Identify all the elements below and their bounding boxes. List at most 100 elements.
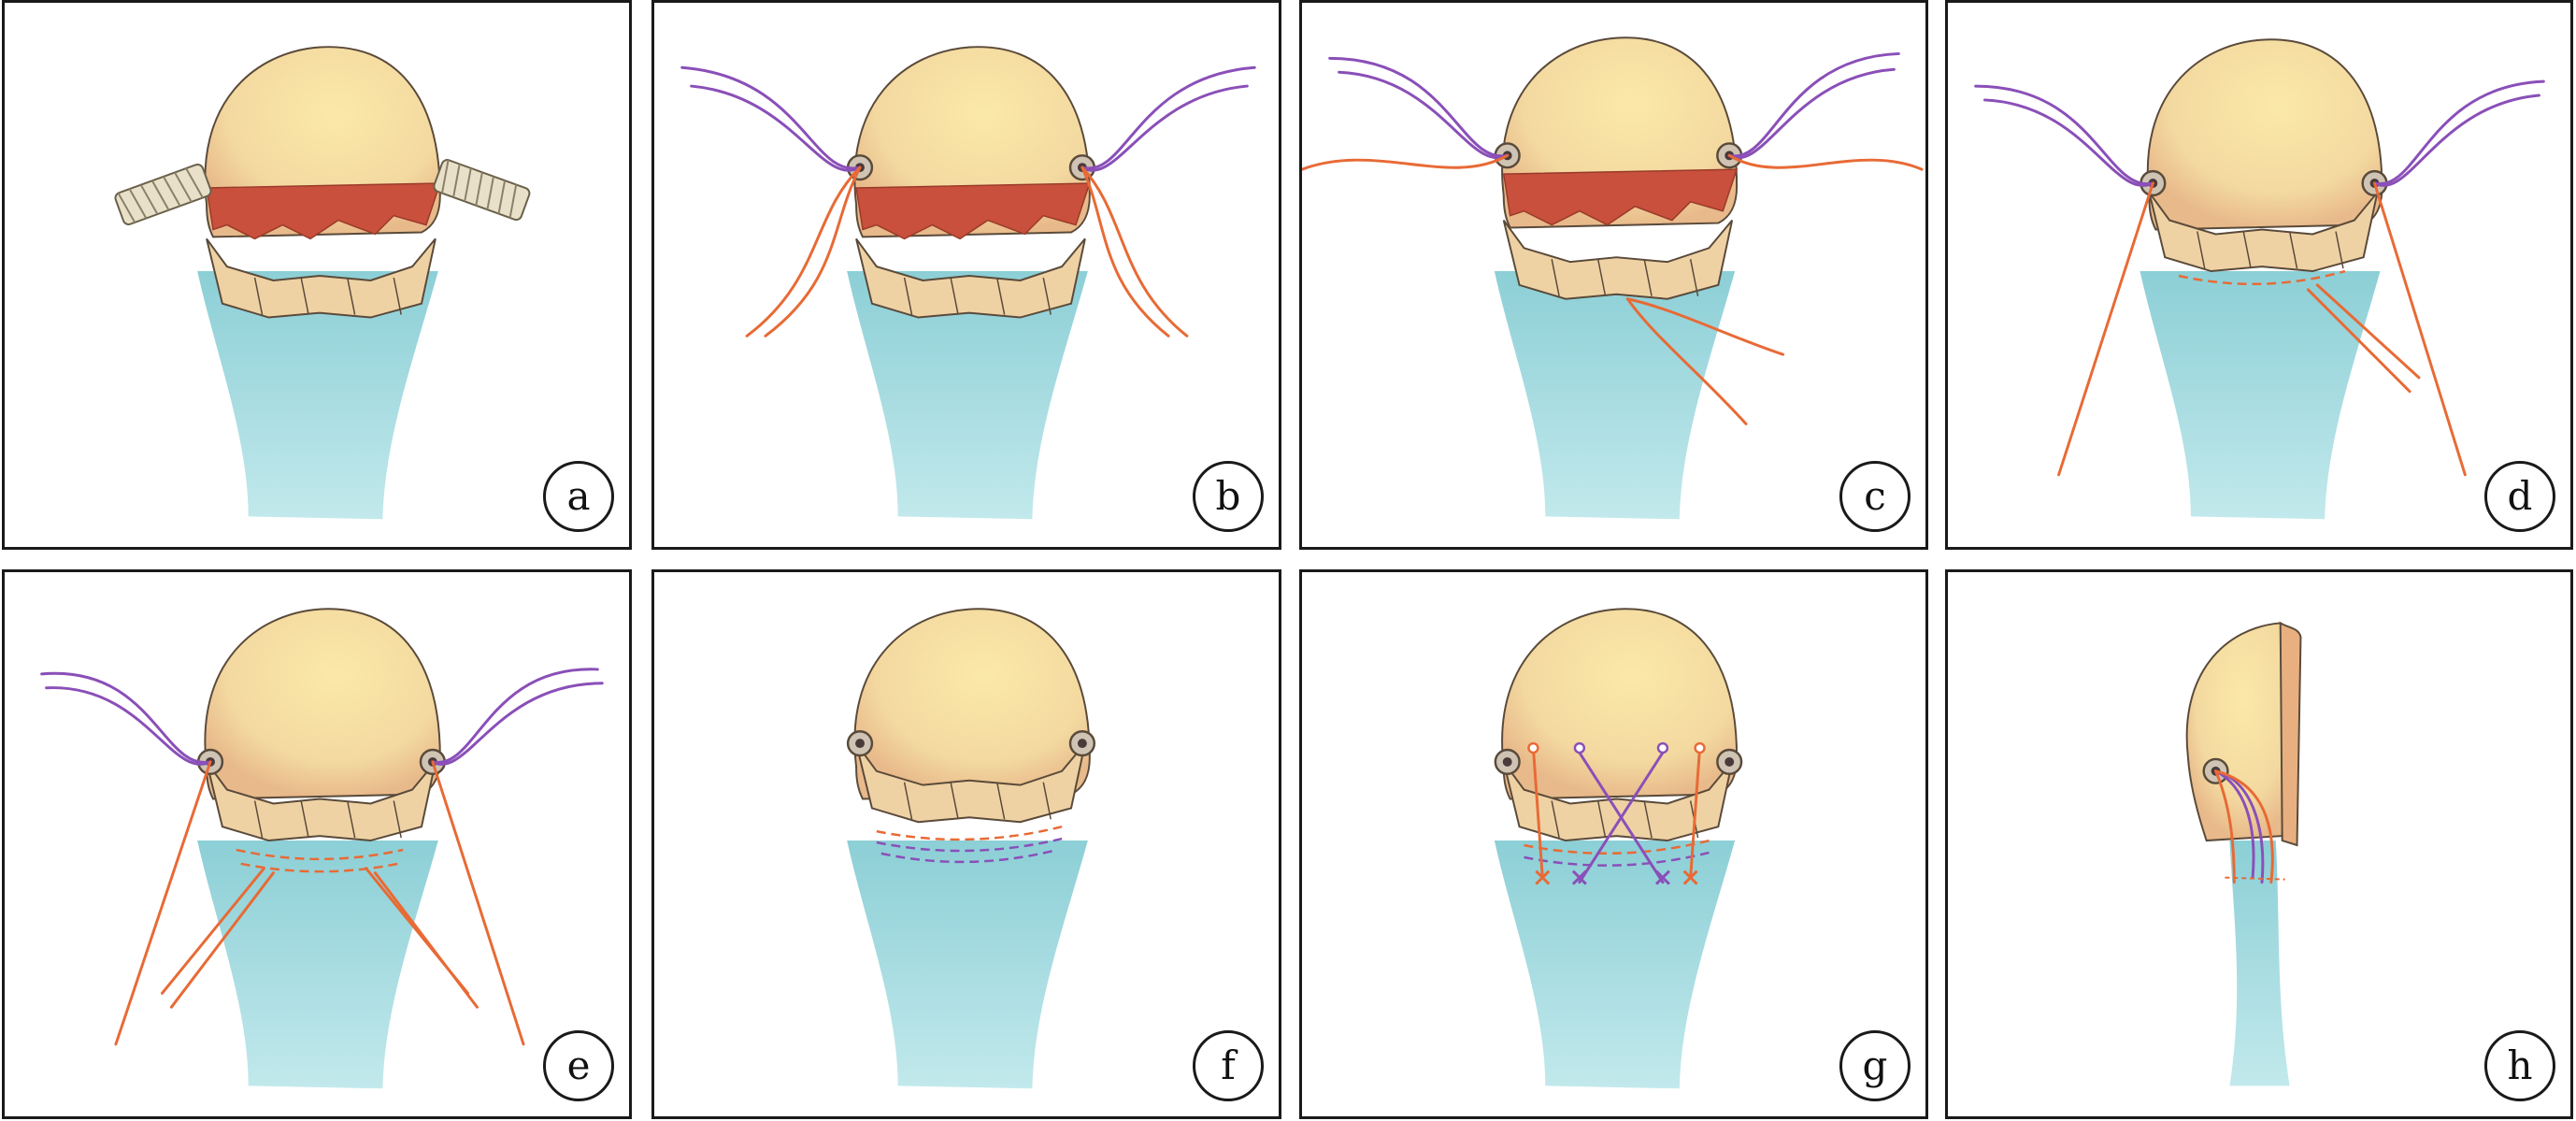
panel-label: b (1193, 461, 1264, 532)
cerclage (2225, 876, 2285, 881)
orange-suture-passing-2 (1625, 297, 1748, 425)
orange-cerclage (1524, 839, 1710, 855)
panel-illustration (1974, 38, 2545, 520)
orange-suture (2214, 769, 2236, 884)
panel-label: f (1193, 1030, 1264, 1101)
purple-suture-left (680, 65, 862, 170)
purple-cerclage-2 (880, 848, 1058, 864)
orange-suture-right (1080, 165, 1189, 338)
humeral-head (204, 608, 441, 800)
humeral-head (2146, 38, 2383, 231)
orange-suture-2 (2214, 769, 2274, 884)
knot-icon (1571, 869, 1587, 885)
purple-suture-right-2 (2373, 93, 2540, 187)
fracture-surface (206, 182, 441, 240)
panel-label: d (2484, 461, 2555, 532)
orange-suture-right (2373, 181, 2467, 477)
articular-surface (2279, 621, 2302, 847)
orange-suture-right-2 (1080, 165, 1170, 338)
orange-suture-tail (2306, 288, 2411, 394)
orange-suture-tail-left-2 (169, 871, 275, 1009)
panel-d: d (1945, 0, 2573, 550)
panel-illustration (680, 46, 1256, 520)
orange-suture-left (745, 165, 862, 338)
panel-label: h (2484, 1030, 2555, 1101)
suture-end-icon (1694, 741, 1706, 755)
panel-illustration (1494, 608, 1743, 1089)
panel-illustration (2185, 621, 2302, 1086)
purple-suture-right-2 (1080, 84, 1249, 172)
purple-suture-left-2 (1338, 70, 1510, 160)
suture-end-icon (1527, 741, 1539, 755)
orange-suture-tail-2 (2315, 283, 2421, 380)
panel-a: a (2, 0, 632, 550)
purple-suture (2214, 769, 2255, 880)
orange-cerclage (236, 848, 404, 861)
purple-suture-right-2 (431, 682, 604, 766)
humeral-shaft (1494, 841, 1736, 1089)
suture-end-icon (1573, 741, 1586, 755)
panel-label: e (543, 1030, 614, 1101)
orange-cerclage-2 (240, 862, 399, 873)
purple-suture-right (1080, 65, 1256, 170)
humeral-shaft (847, 841, 1088, 1089)
purple-suture-left (40, 671, 212, 764)
panel-b: b (651, 0, 1281, 550)
purple-suture-right (1727, 51, 1900, 158)
panel-e: e (2, 569, 632, 1119)
purple-suture-left (1328, 56, 1510, 158)
knot-icon (1682, 869, 1698, 885)
purple-suture-left (1974, 84, 2154, 186)
tuberosity-fragments (206, 237, 436, 319)
panel-label: c (1839, 461, 1911, 532)
humeral-shaft (847, 271, 1088, 520)
fracture-surface (855, 182, 1091, 240)
right-screw-icon (433, 159, 531, 222)
knot-icon (1654, 869, 1670, 885)
purple-suture-cross-2 (1578, 751, 1665, 884)
orange-suture-left (2057, 181, 2154, 477)
orange-suture-tail-left (161, 867, 265, 995)
humeral-shaft (197, 271, 438, 520)
tuberosity-fragments (1502, 219, 1734, 300)
panel-f: f (651, 569, 1281, 1119)
orange-cerclage (2178, 269, 2346, 286)
panel-illustration (846, 608, 1096, 1089)
panel-c: c (1299, 0, 1928, 550)
fracture-surface (1502, 168, 1739, 226)
suture-end-icon (1656, 741, 1669, 755)
orange-cerclage (876, 825, 1063, 841)
humeral-shaft (2229, 841, 2290, 1086)
humeral-shaft (1494, 271, 1736, 520)
knot-icon (1535, 869, 1551, 885)
purple-cerclage (1524, 851, 1710, 867)
left-screw-icon (114, 164, 212, 225)
purple-cerclage (876, 837, 1063, 853)
orange-suture-tail-right-2 (373, 871, 479, 1009)
panel-label: a (543, 461, 614, 532)
purple-suture-left-2 (690, 84, 862, 172)
purple-suture-right (431, 668, 599, 764)
panel-h: h (1945, 569, 2573, 1119)
humeral-head (853, 608, 1091, 800)
orange-suture-left (114, 760, 212, 1046)
humeral-head (2185, 622, 2291, 842)
orange-suture-right (1689, 746, 1702, 880)
orange-suture-right (1727, 153, 1924, 171)
humeral-shaft (197, 841, 438, 1089)
humeral-shaft (2140, 271, 2381, 520)
orange-suture-right (431, 760, 525, 1046)
orange-suture-passing (1625, 297, 1785, 356)
orange-suture-left (1531, 746, 1544, 880)
purple-suture-right-2 (1727, 67, 1896, 160)
panel-g: g (1299, 569, 1928, 1119)
tuberosity-fragments (855, 237, 1086, 319)
panel-illustration (40, 608, 604, 1089)
panel-illustration (1302, 36, 1924, 520)
panel-label: g (1839, 1030, 1911, 1101)
purple-suture-left-2 (1983, 98, 2154, 187)
humeral-head (1501, 608, 1739, 800)
panel-illustration (114, 46, 531, 520)
purple-suture-left-2 (45, 686, 212, 766)
purple-suture-right (2373, 79, 2545, 186)
